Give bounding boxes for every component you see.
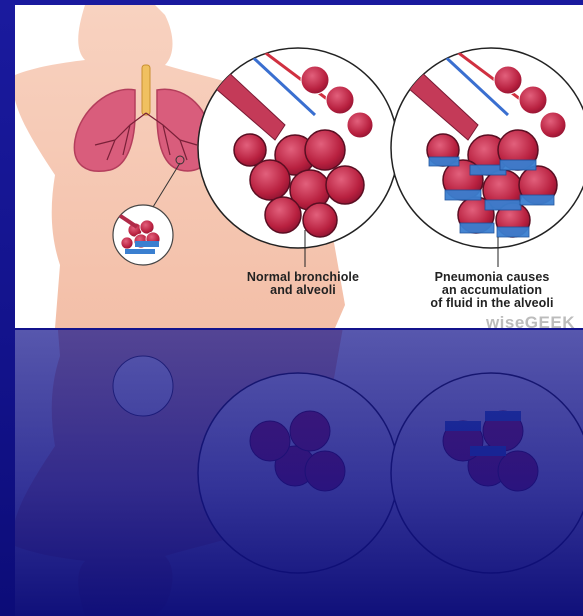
pneumonia-caption-line3: of fluid in the alveoli [430,296,553,310]
panel-reflection [15,330,583,616]
normal-caption: Normal bronchiole and alveoli [233,271,373,297]
wisegeek-watermark: wiseGEEK [486,313,575,328]
pneumonia-caption-line1: Pneumonia causes [435,270,550,284]
pneumonia-caption: Pneumonia causes an accumulation of flui… [412,271,572,310]
small-zoom-circle [113,205,173,265]
normal-caption-line2: and alveoli [270,283,336,297]
pneumonia-caption-line2: an accumulation [442,283,542,297]
normal-caption-line1: Normal bronchiole [247,270,359,284]
reflection-mirror [15,330,583,616]
pneumonia-alveoli-circle [391,45,583,267]
illustration-panel: Normal bronchiole and alveoli Pneumonia … [15,5,583,328]
reflection-illustration [15,330,583,616]
